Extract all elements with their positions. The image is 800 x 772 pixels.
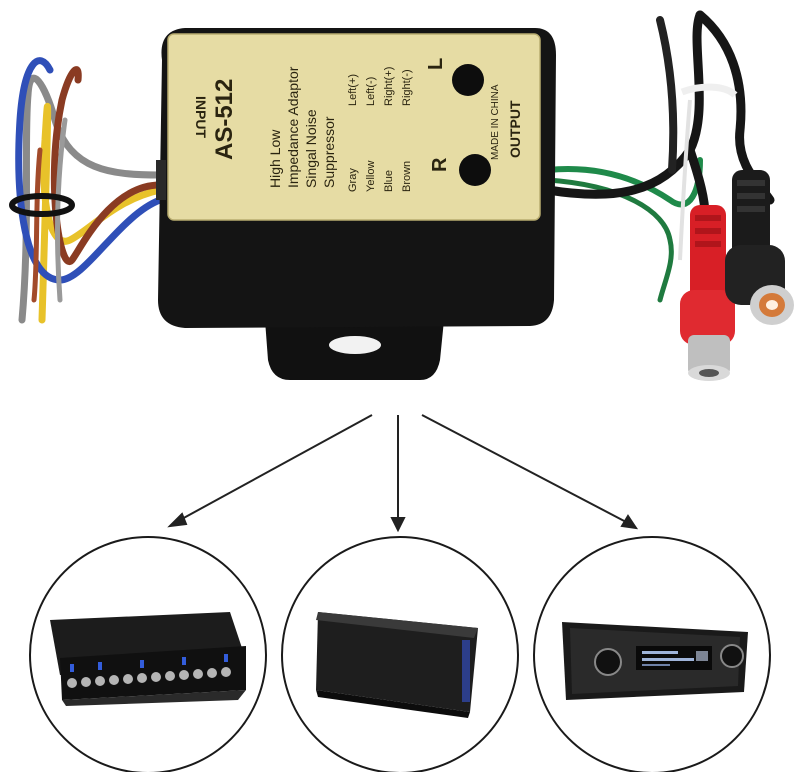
cable-tie <box>9 193 75 217</box>
wire-channel-right-minus: Right(-) <box>401 69 413 106</box>
label-plate <box>167 33 541 221</box>
connection-arrows <box>167 414 639 533</box>
wire-gray-2 <box>55 117 68 303</box>
wire-channel-right-plus: Right(+) <box>383 67 395 106</box>
wire-brown-2 <box>31 147 43 303</box>
description-line-3: Singal Noise <box>303 109 319 188</box>
device-amplifier <box>281 536 519 772</box>
wire-brown <box>50 66 164 266</box>
device-equalizer <box>29 536 267 772</box>
amplifier-icon <box>316 612 478 718</box>
wire-channel-left-minus: Left(-) <box>365 77 377 106</box>
car-stereo-icon <box>562 622 748 700</box>
arrow-head-right <box>620 514 639 530</box>
channel-right-label: R <box>429 157 451 172</box>
left-output-jack <box>452 64 484 96</box>
wire-channel-left-plus: Left(+) <box>347 74 359 106</box>
device-car-stereo <box>533 536 771 772</box>
wire-black-4 <box>656 16 678 174</box>
input-label: INPUT <box>193 96 209 138</box>
wire-green-2 <box>545 177 674 303</box>
equalizer-icon <box>50 612 246 706</box>
mounting-hole <box>329 336 381 354</box>
zip-tie-tail <box>678 99 692 261</box>
wire-color-brown: Brown <box>401 161 413 192</box>
label-text: INPUT AS-512 High Low Impedance Adaptor … <box>193 58 523 192</box>
right-output-jack <box>459 154 491 186</box>
input-wires <box>15 57 164 324</box>
description-line-4: Suppressor <box>321 116 337 188</box>
zip-tie <box>680 83 738 98</box>
rca-left-connector <box>725 170 794 325</box>
channel-left-label: L <box>425 58 447 70</box>
output-label: OUTPUT <box>507 100 523 158</box>
arrow-head-left <box>167 512 188 528</box>
wire-color-gray: Gray <box>347 168 359 192</box>
description-line-1: High Low <box>267 129 283 188</box>
origin-label: MADE IN CHINA <box>490 84 501 160</box>
arrow-head-center <box>390 517 406 533</box>
wire-color-yellow: Yellow <box>365 161 377 192</box>
wire-color-blue: Blue <box>383 170 395 192</box>
model-label: AS-512 <box>211 79 238 160</box>
description-line-2: Impedance Adaptor <box>285 66 301 188</box>
rca-right-connector <box>680 205 735 381</box>
wire-blue <box>15 57 164 284</box>
adapter-housing <box>156 28 556 380</box>
